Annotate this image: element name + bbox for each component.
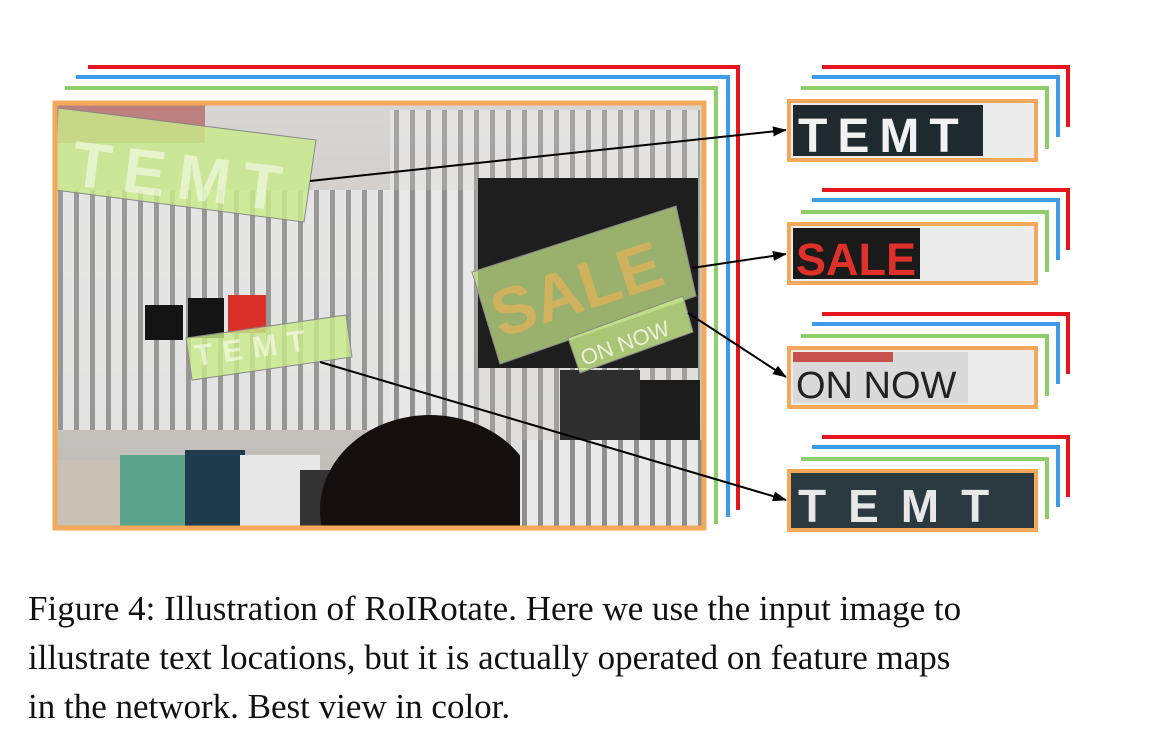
crop-stack-2: SALE bbox=[787, 188, 1070, 285]
caption-line-1: Figure 4: Illustration of RoIRotate. Her… bbox=[28, 589, 962, 628]
crop-text-sale: SALE bbox=[796, 234, 916, 285]
caption-line-3: in the network. Best view in color. bbox=[28, 687, 511, 726]
arrows bbox=[309, 126, 787, 502]
input-image: TEMT SALE ON NOW TEMT bbox=[52, 100, 707, 531]
crop-stack-1: TEMT bbox=[787, 65, 1070, 163]
crop-text-temt-2: TEMT bbox=[798, 480, 1011, 532]
caption-line-2: illustrate text locations, but it is act… bbox=[28, 638, 951, 677]
arrow-temt-top bbox=[309, 126, 787, 182]
crop-text-temt-1: TEMT bbox=[798, 110, 969, 163]
arrow-on-now bbox=[687, 312, 787, 378]
crop-stack-3: ON NOW bbox=[787, 312, 1070, 409]
figure-caption: Figure 4: Illustration of RoIRotate. Her… bbox=[28, 584, 1148, 731]
roirotate-figure: TEMT SALE ON NOW TEMT TEMT SALE ON NOW bbox=[52, 65, 1070, 532]
arrow-sale bbox=[691, 250, 787, 269]
crop-stack-4: TEMT bbox=[787, 435, 1070, 532]
arrow-temt-mid bbox=[319, 361, 787, 502]
main-feature-layers bbox=[65, 65, 740, 524]
crop-text-on-now: ON NOW bbox=[796, 365, 957, 407]
